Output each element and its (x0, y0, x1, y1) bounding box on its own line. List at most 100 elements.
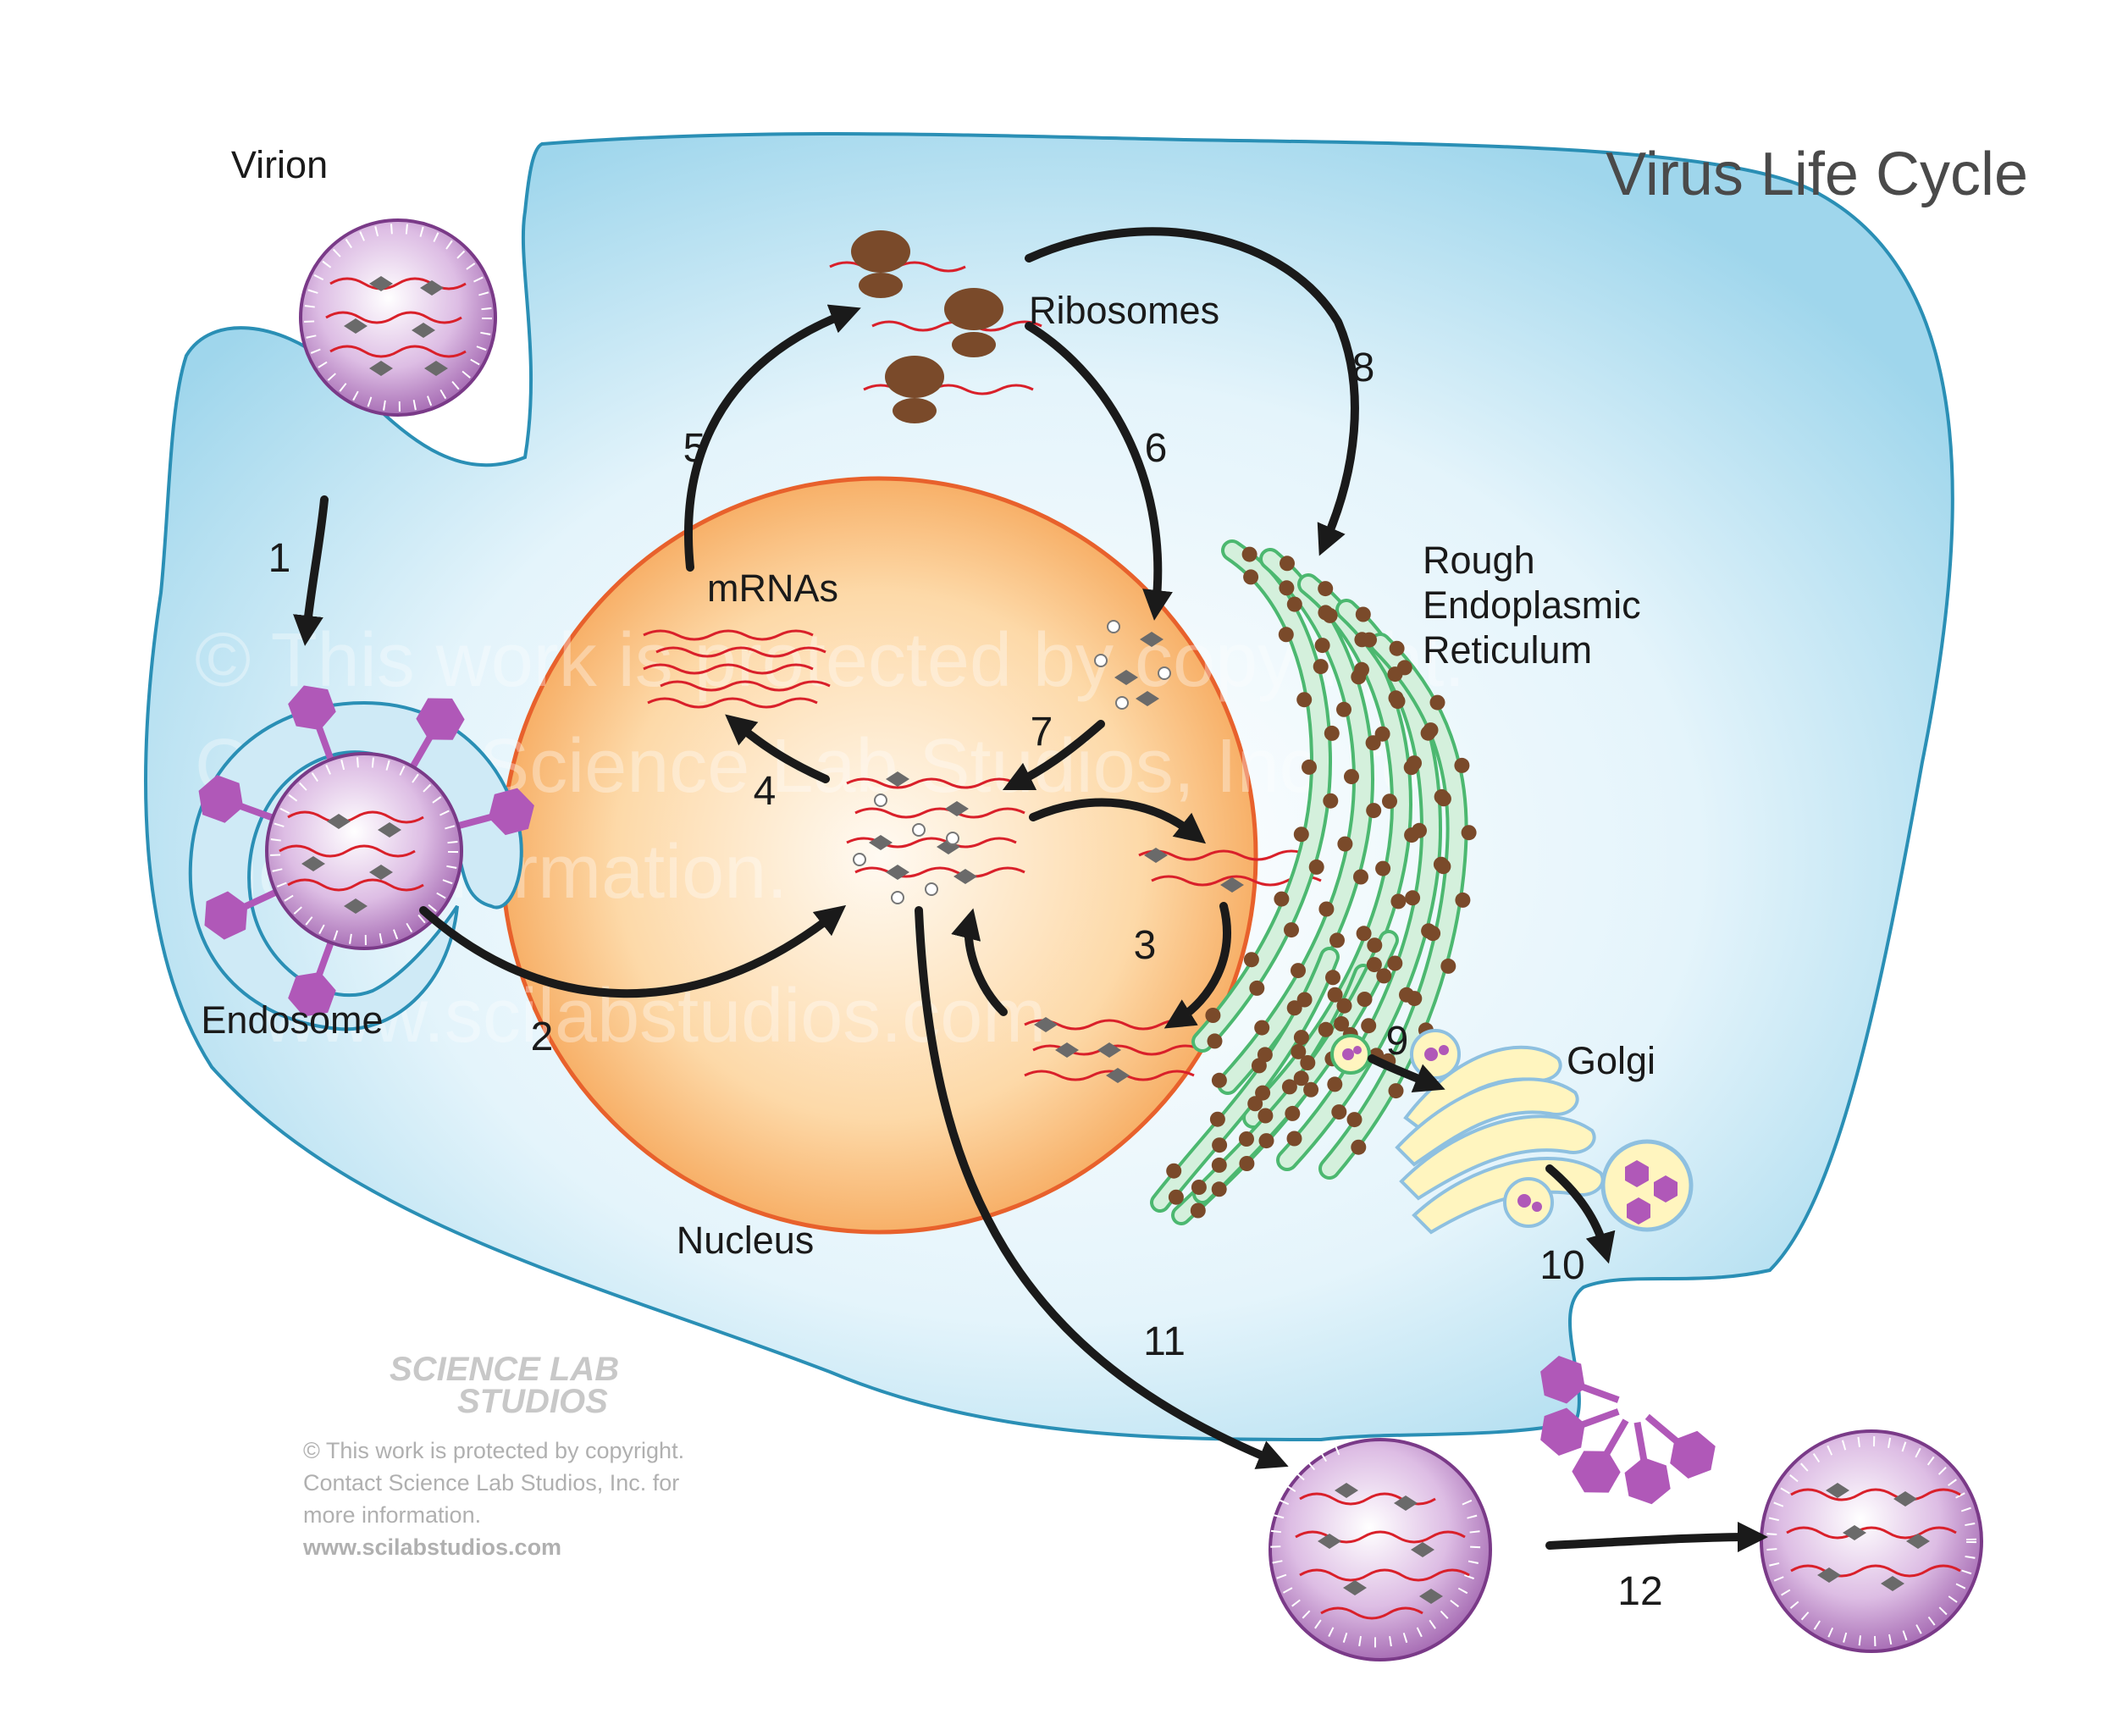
watermark-notice: SCIENCE LAB STUDIOS © This work is prote… (302, 1351, 684, 1560)
er-ribosome-dot (1293, 1070, 1309, 1086)
label-rough-er-line3: Reticulum (1423, 628, 1592, 672)
er-ribosome-dot (1405, 890, 1421, 906)
er-ribosome-dot (1425, 926, 1441, 942)
er-ribosome-dot (1336, 998, 1352, 1014)
arrow-step-2 (419, 904, 847, 998)
ribosomes (829, 230, 1042, 423)
er-ribosome-dot (1382, 793, 1397, 810)
er-ribosome-dot (1274, 891, 1290, 907)
er-ribosome-dot (1279, 580, 1295, 596)
er-ribosome-dot (1367, 937, 1383, 954)
er-ribosome-dot (1293, 827, 1309, 843)
er-ribosome-dot (1344, 769, 1359, 785)
golgi-apparatus (1330, 1029, 1605, 1235)
step-8: 8 (1352, 346, 1375, 390)
er-ribosome-dot (1281, 1079, 1297, 1095)
diagram-title: Virus Life Cycle (1606, 141, 2028, 208)
er-ribosome-dot (1243, 952, 1259, 968)
er-ribosome-dot (1356, 926, 1372, 942)
step-7: 7 (1031, 710, 1053, 755)
er-ribosome-dot (1389, 640, 1405, 656)
step-12: 12 (1617, 1569, 1662, 1614)
er-ribosome-dot (1296, 692, 1313, 708)
er-ribosome-dot (1412, 822, 1427, 838)
er-ribosome-dot (1239, 1131, 1254, 1147)
watermark-notice-line1: © This work is protected by copyright. (303, 1438, 684, 1463)
er-ribosome-dot (1190, 1202, 1206, 1219)
arrow-step-3c (951, 908, 1008, 1016)
er-ribosome-dot (1388, 690, 1404, 706)
er-ribosome-dot (1429, 694, 1445, 710)
er-ribosome-dot (1454, 757, 1470, 773)
er-ribosome-dot (1346, 1112, 1363, 1128)
er-ribosome-dot (1318, 901, 1335, 917)
arrow-step-7 (1002, 720, 1105, 791)
er-ribosome-dot (1300, 1055, 1316, 1070)
er-ribosome-dot (1293, 1030, 1309, 1046)
er-ribosome-dot (1313, 659, 1329, 675)
er-ribosome-dot (1388, 1083, 1404, 1099)
label-rough-er-line1: Rough (1423, 539, 1535, 582)
er-ribosome-dot (1351, 1139, 1367, 1155)
svg-text:© This work is protected by co: © This work is protected by copyright. (195, 618, 1465, 703)
er-ribosome-dot (1407, 755, 1422, 771)
er-ribosome-dot (1461, 825, 1477, 841)
virion-incoming (299, 218, 497, 417)
er-ribosome-dot (1314, 638, 1330, 654)
er-ribosome-dot (1336, 701, 1351, 717)
replication-complex (846, 771, 1025, 904)
arrow-step-6 (1025, 322, 1173, 621)
step-2: 2 (531, 1015, 554, 1059)
step-3: 3 (1134, 923, 1157, 968)
er-ribosome-dot (1280, 556, 1295, 572)
er-ribosome-dot (1440, 958, 1456, 974)
er-ribosome-dot (1302, 759, 1317, 775)
label-nucleus: Nucleus (677, 1219, 815, 1262)
er-ribosome-dot (1278, 627, 1294, 643)
er-ribosome-dot (1407, 991, 1423, 1007)
er-ribosome-dot (1166, 1163, 1182, 1179)
er-ribosome-dot (1211, 1157, 1227, 1173)
er-ribosome-dot (1212, 1137, 1228, 1153)
er-ribosome-dot (1209, 1111, 1225, 1127)
er-ribosome-dot (1168, 1189, 1184, 1205)
er-ribosome-dot (1296, 992, 1313, 1008)
er-ribosome-dot (1334, 1016, 1350, 1031)
er-ribosome-dot (1455, 892, 1471, 908)
step-4: 4 (754, 769, 777, 814)
er-ribosome-dot (1375, 860, 1391, 876)
arrow-step-8 (1025, 227, 1359, 556)
label-rough-er-line2: Endoplasmic (1423, 583, 1641, 627)
er-ribosome-dot (1324, 725, 1340, 741)
watermark-notice-line4: www.scilabstudios.com (302, 1534, 561, 1560)
er-ribosome-dot (1249, 980, 1265, 996)
label-golgi: Golgi (1567, 1039, 1655, 1082)
er-ribosome-dot (1247, 1096, 1263, 1112)
er-ribosome-dot (1327, 1076, 1343, 1092)
proteins-cluster (1094, 620, 1171, 710)
er-ribosome-dot (1366, 957, 1382, 973)
er-ribosome-dot (1361, 1018, 1377, 1034)
step-10: 10 (1539, 1243, 1584, 1288)
label-endosome: Endosome (201, 998, 383, 1042)
er-ribosome-dot (1284, 922, 1299, 938)
er-ribosome-dot (1420, 725, 1436, 741)
er-ribosome-dot (1254, 1020, 1270, 1036)
er-ribosome-dot (1286, 596, 1302, 612)
er-ribosome-dot (1251, 1058, 1267, 1074)
step-1: 1 (268, 536, 291, 581)
arrow-step-3a (1029, 798, 1207, 844)
budding-spikes (1534, 1352, 1725, 1507)
arrow-step-1 (293, 495, 329, 646)
er-ribosome-dot (1355, 606, 1371, 622)
er-ribosome-dot (1239, 1156, 1255, 1171)
watermark-notice-line3: more information. (303, 1502, 481, 1528)
er-ribosome-dot (1329, 932, 1345, 948)
er-ribosome-dot (1318, 1021, 1334, 1037)
step-5: 5 (683, 426, 706, 471)
er-ribosome-dot (1435, 859, 1451, 875)
er-ribosome-dot (1325, 970, 1340, 986)
endosome (191, 678, 540, 1031)
er-ribosome-dot (1366, 803, 1382, 819)
